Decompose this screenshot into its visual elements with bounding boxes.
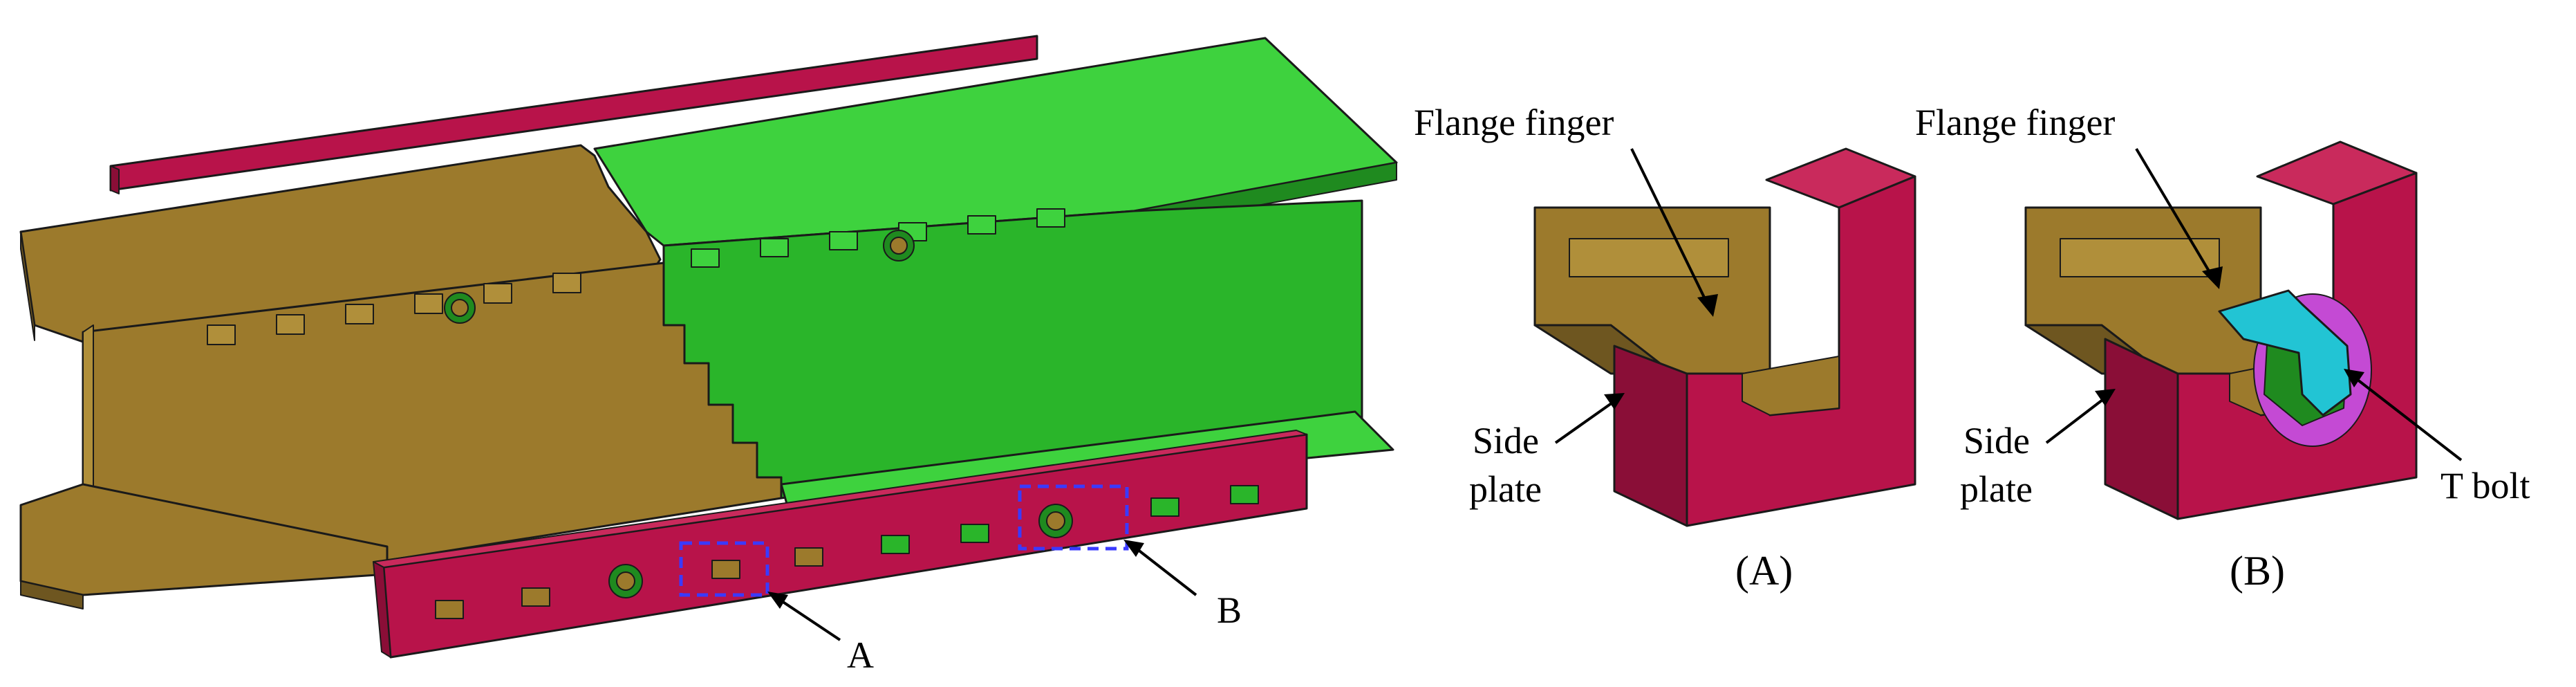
detail-a-side-leader xyxy=(1554,400,1616,444)
flange-finger xyxy=(414,293,443,314)
slot-olive xyxy=(794,547,823,567)
detail-a-flange-arrowhead xyxy=(1697,294,1718,317)
detail-a: Flange finger Side plate (A) xyxy=(1414,102,1916,594)
detail-a-side-arrowhead xyxy=(1604,393,1625,410)
flange-finger xyxy=(483,283,512,304)
front-bolt-1 xyxy=(608,564,643,598)
flange-finger xyxy=(967,215,996,235)
flange-finger xyxy=(1036,208,1065,228)
flange-finger xyxy=(760,238,789,257)
t-bolt-label: T bolt xyxy=(2440,465,2530,506)
slot-olive xyxy=(435,600,464,619)
leader-a xyxy=(776,597,841,641)
side-plate-slots xyxy=(435,485,1259,619)
detail-box-b xyxy=(1018,484,1129,551)
flange-finger xyxy=(829,231,858,250)
flange-finger xyxy=(552,273,581,293)
front-side-plate-end xyxy=(373,561,391,658)
leader-a-arrowhead xyxy=(767,592,788,609)
olive-web xyxy=(82,262,783,583)
top-bolt-left xyxy=(444,292,476,324)
detail-a-flange-recess xyxy=(1569,238,1729,277)
caption-a: (A) xyxy=(1735,548,1793,594)
slot-green xyxy=(1150,497,1179,517)
t-bolt-arrowhead xyxy=(2344,369,2364,387)
detail-b-plate-left xyxy=(2104,338,2179,520)
main-assembly: A B xyxy=(19,35,1398,676)
detail-a-flange-leader xyxy=(1630,148,1709,305)
top-bolt-right xyxy=(883,230,915,262)
leader-b xyxy=(1132,545,1197,596)
leader-b-arrowhead xyxy=(1123,540,1144,557)
detail-b-side-arrowhead xyxy=(2095,389,2116,406)
slot-green xyxy=(960,524,989,543)
front-bolt-2 xyxy=(1038,504,1073,538)
slot-olive xyxy=(521,587,550,607)
detail-a-side-label-2: plate xyxy=(1469,468,1542,510)
slot-green xyxy=(881,535,910,554)
slot-olive xyxy=(711,560,740,579)
detail-b-flange-finger-label: Flange finger xyxy=(1915,102,2115,143)
rear-side-plate-top-edge xyxy=(110,165,120,194)
detail-b-flange-recess xyxy=(2060,238,2220,277)
t-bolt-head xyxy=(2218,289,2352,416)
flange-finger xyxy=(345,304,374,324)
olive-bottom-flange-front xyxy=(20,580,84,610)
detail-a-side-label-1: Side xyxy=(1473,420,1539,461)
flange-finger xyxy=(691,248,720,268)
flange-finger xyxy=(207,324,236,345)
detail-a-flange-finger-label: Flange finger xyxy=(1414,102,1614,143)
slot-green xyxy=(1230,485,1259,504)
marker-b: B xyxy=(1217,589,1242,631)
flange-finger xyxy=(276,314,305,335)
olive-top-flange-front-edge xyxy=(20,231,35,341)
detail-b-flange-leader xyxy=(2135,147,2214,278)
caption-b: (B) xyxy=(2230,548,2285,594)
detail-box-a xyxy=(679,541,769,597)
detail-b-side-label-2: plate xyxy=(1960,468,2033,510)
detail-b-flange-arrowhead xyxy=(2202,266,2223,289)
detail-b-side-label-1: Side xyxy=(1963,420,2030,461)
marker-a: A xyxy=(847,634,874,676)
detail-b-side-leader xyxy=(2045,396,2107,444)
detail-b: Flange finger Side plate T bolt (B) xyxy=(1915,102,2530,594)
olive-flange-fingers xyxy=(207,273,581,345)
detail-a-notch-floor xyxy=(1742,356,1840,416)
t-bolt-leader xyxy=(2353,376,2463,461)
detail-a-plate-left xyxy=(1613,345,1688,527)
